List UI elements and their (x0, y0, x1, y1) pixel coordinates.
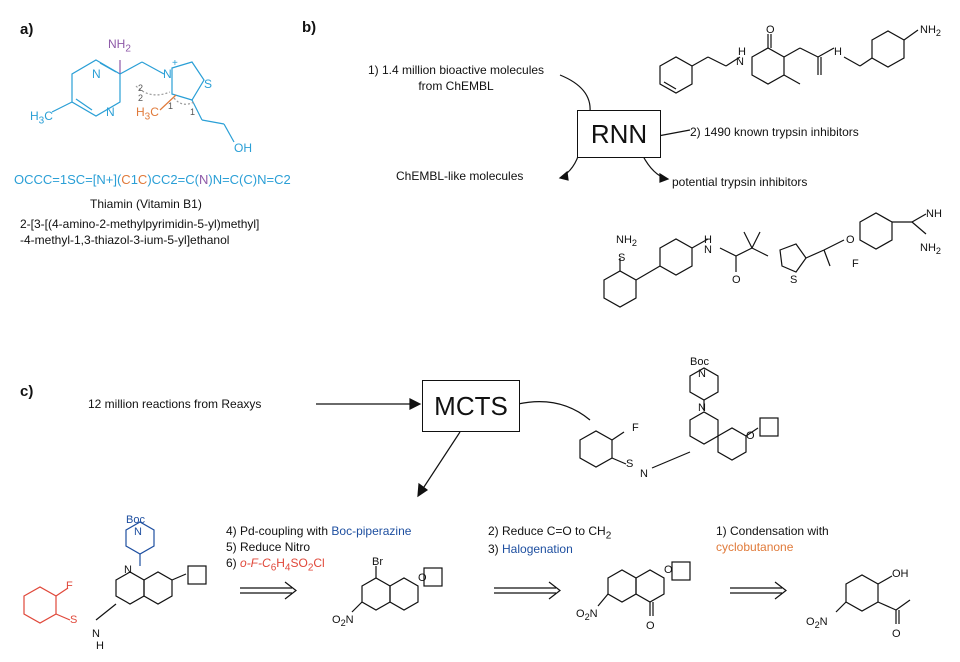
rnn-arrows (558, 74, 691, 183)
start-oh: OH (892, 568, 909, 580)
fluoro-label: F (66, 580, 73, 592)
mcts-arrows (240, 398, 787, 600)
intermediate-1 (351, 566, 443, 613)
target-molecule (579, 367, 779, 469)
thiamin-smiles: OCCC=1SC=[N+](C1C)CC2=C(N)N=C(C)N=C2 (14, 172, 291, 187)
thiazolium-n: N (163, 67, 172, 81)
start-nitro: O2N (806, 616, 828, 631)
ring-index-2a: 2 (138, 83, 144, 93)
thiamin-structure (51, 59, 235, 143)
starting-material (835, 574, 911, 624)
ring-index-1b: 1 (190, 107, 196, 117)
reaxys-input: 12 million reactions from Reaxys (88, 397, 262, 411)
mol2-nh: NH (926, 208, 942, 220)
panel-b-label: b) (302, 19, 317, 36)
positive-charge: + (172, 58, 178, 69)
target-molecule-colored (23, 521, 207, 624)
int1-br: Br (372, 556, 383, 568)
target-s: S (626, 458, 634, 470)
panel-a-label: a) (20, 21, 34, 38)
ring-index-1a: 1 (168, 101, 174, 111)
target-n2: N (698, 402, 706, 414)
target-n1: N (698, 368, 706, 380)
trypsin-molecule-2 (603, 212, 927, 308)
step-sulfonylation: 6) o-F-C6H4SO2Cl (226, 556, 325, 574)
mol2-nh2b: NH2 (920, 242, 941, 257)
int2-o-ring: O (664, 564, 673, 576)
thiamin-name: Thiamin (Vitamin B1) (90, 197, 202, 211)
piperazine-n: N (134, 526, 142, 538)
int2-nitro: O2N (576, 608, 598, 623)
step-reduce-carbonyl: 2) Reduce C=O to CH2 (488, 524, 612, 542)
boc-label: Boc (126, 514, 145, 526)
thiazole-methyl: H3C (136, 105, 159, 123)
step-condensation: 1) Condensation with (716, 524, 829, 538)
mol1-h: H (738, 46, 746, 58)
hydroxyl-group: OH (234, 141, 252, 155)
mol2-s2: S (790, 274, 798, 286)
sulfonamide-h: H (96, 640, 104, 652)
target-f: F (632, 422, 639, 434)
target-o-ring: O (746, 430, 755, 442)
intermediate-2 (597, 561, 691, 616)
panel-c-label: c) (20, 383, 34, 400)
sulfonamide-n: N (92, 628, 100, 640)
step-pd-coupling: 4) Pd-coupling with Boc-piperazine (226, 524, 412, 538)
mol2-f: F (852, 258, 859, 270)
target-n3: N (640, 468, 648, 480)
thiamin-iupac-2: -4-methyl-1,3-thiazol-3-ium-5-yl]ethanol (20, 233, 230, 247)
mol2-s: S (618, 252, 626, 264)
mcts-box: MCTS (422, 380, 520, 432)
mol2-o2: O (846, 234, 855, 246)
mol2-n: N (704, 244, 712, 256)
step-halogenation: 3) Halogenation (488, 542, 573, 556)
mol1-o: O (766, 24, 775, 36)
step-cyclobutanone: cyclobutanone (716, 540, 794, 554)
rnn-input-2: from ChEMBL (418, 79, 494, 93)
int1-o: O (418, 572, 427, 584)
amino-group: NH2 (108, 37, 131, 55)
mol2-h: H (704, 234, 712, 246)
pyrimidine-n2: N (106, 105, 115, 119)
int1-nitro: O2N (332, 614, 354, 629)
finetune-set: 2) 1490 known trypsin inhibitors (690, 125, 859, 139)
ring-index-2b: 2 (138, 93, 144, 103)
rnn-box: RNN (577, 110, 661, 158)
mol2-o: O (732, 274, 741, 286)
methyl-group: H3C (30, 109, 53, 127)
chembl-output: ChEMBL-like molecules (396, 169, 524, 183)
sulfur-atom: S (204, 77, 213, 91)
sulfonyl-s: S (70, 614, 78, 626)
mol1-h2: H (834, 46, 842, 58)
target-boc: Boc (690, 356, 709, 368)
rnn-input-1: 1) 1.4 million bioactive molecules (367, 63, 545, 77)
aryl-n: N (124, 564, 132, 576)
pyrimidine-n1: N (92, 67, 101, 81)
mol2-nh2: NH2 (616, 234, 637, 249)
mol1-n: N (736, 56, 744, 68)
start-o: O (892, 628, 901, 640)
thiamin-iupac-1: 2-[3-[(4-amino-2-methylpyrimidin-5-yl)me… (20, 217, 260, 231)
trypsin-molecule-1 (659, 29, 919, 94)
step-reduce-nitro: 5) Reduce Nitro (226, 540, 311, 554)
trypsin-output: potential trypsin inhibitors (672, 175, 808, 189)
mol1-nh2: NH2 (920, 24, 941, 39)
int2-o-ketone: O (646, 620, 655, 632)
